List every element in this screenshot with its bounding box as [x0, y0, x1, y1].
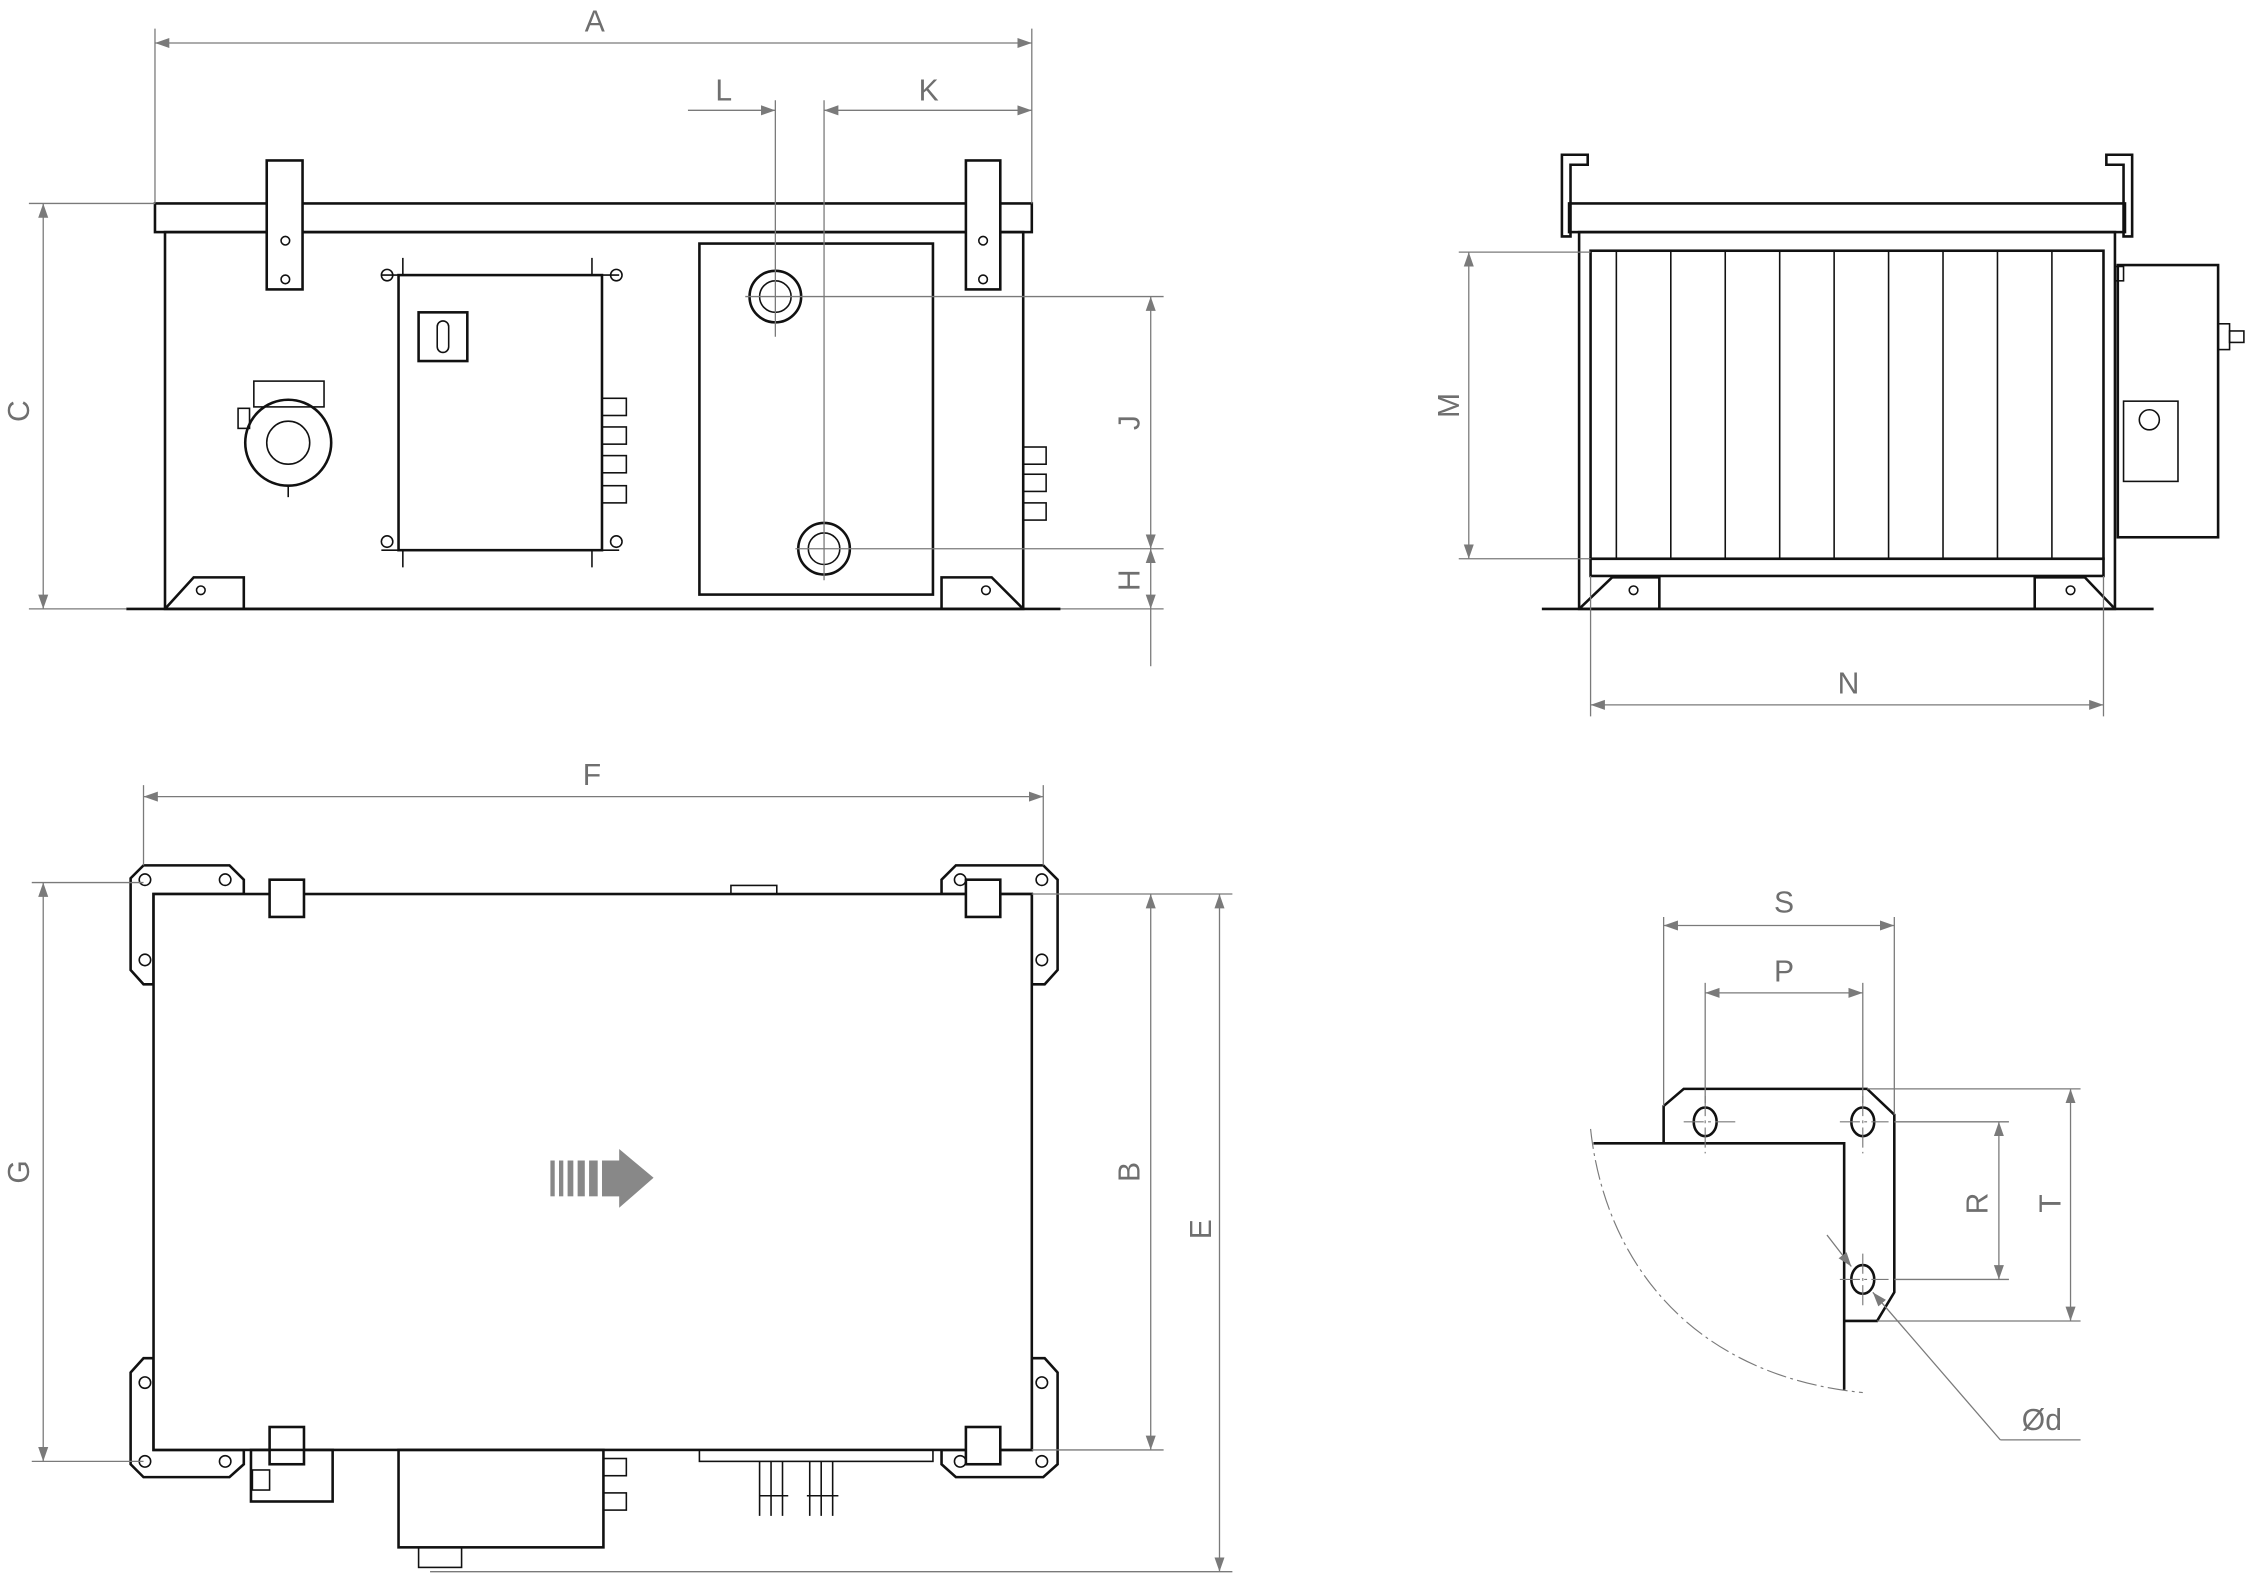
dimension-label-c: C — [3, 400, 36, 422]
electrical-box — [380, 257, 628, 568]
bottom-protrusions — [249, 1448, 934, 1569]
mounting-foot-right — [940, 576, 1025, 610]
dimension-label-m: M — [1433, 393, 1466, 418]
dimension-j-h: J H — [745, 295, 1164, 667]
main-switch-icon — [417, 311, 469, 363]
dimension-p: P — [1704, 955, 1864, 1104]
body-glands — [1022, 446, 1047, 521]
side-view: M N — [1433, 153, 2245, 717]
dimension-a: A — [154, 6, 1033, 204]
dimension-label-d: Ød — [2022, 1404, 2062, 1437]
front-view: A L K C J H — [3, 6, 1164, 667]
dimension-l-k: L K — [687, 74, 1032, 581]
dimension-label-g: G — [3, 1160, 36, 1183]
mounting-bracket-detail: S P R T Ød — [1589, 887, 2081, 1441]
unit-body — [1577, 230, 2117, 611]
dimension-label-r: R — [1961, 1193, 1994, 1215]
detail-boundary-arc — [1589, 1128, 1863, 1394]
dimension-hole-diameter: Ød — [1826, 1234, 2081, 1441]
dimension-label-p: P — [1774, 955, 1794, 988]
dimension-f: F — [142, 759, 1044, 866]
dimension-label-l: L — [715, 74, 732, 107]
dimension-c: C — [3, 202, 155, 610]
dimension-label-k: K — [919, 74, 939, 107]
dimension-s: S — [1662, 887, 1895, 1115]
cable-glands — [601, 397, 628, 504]
bolt-holes — [1683, 1096, 1889, 1307]
dimension-m: M — [1433, 251, 1591, 560]
lifting-lug-left — [265, 159, 304, 291]
dimension-label-t: T — [2035, 1194, 2068, 1212]
dimension-r-t: R T — [1867, 1088, 2081, 1322]
dimension-label-b: B — [1113, 1162, 1146, 1182]
hook-left — [1560, 153, 1589, 238]
dimension-g: G — [3, 881, 144, 1463]
motor-box-side — [2114, 263, 2245, 539]
top-view: F G B E — [3, 759, 1233, 1573]
dimension-n: N — [1589, 575, 2105, 717]
dimension-label-a: A — [585, 6, 605, 39]
dimension-label-s: S — [1774, 887, 1794, 920]
top-flange — [1567, 202, 2127, 234]
filter-section — [1589, 249, 2105, 561]
dimension-label-h: H — [1113, 569, 1146, 591]
corner-bracket — [1662, 1087, 1896, 1323]
dimension-label-f: F — [583, 759, 601, 792]
hook-right — [2105, 153, 2134, 238]
mounting-foot-left — [164, 576, 246, 610]
dimension-label-n: N — [1838, 667, 1860, 700]
motor-terminal — [237, 380, 333, 498]
dimension-b-e: B E — [430, 893, 1233, 1573]
filter-pleats — [1615, 250, 2053, 559]
dimension-label-e: E — [1185, 1219, 1218, 1239]
dimension-label-j: J — [1113, 415, 1146, 430]
lifting-lug-right — [964, 159, 1002, 291]
airflow-arrow-icon — [550, 1149, 654, 1208]
